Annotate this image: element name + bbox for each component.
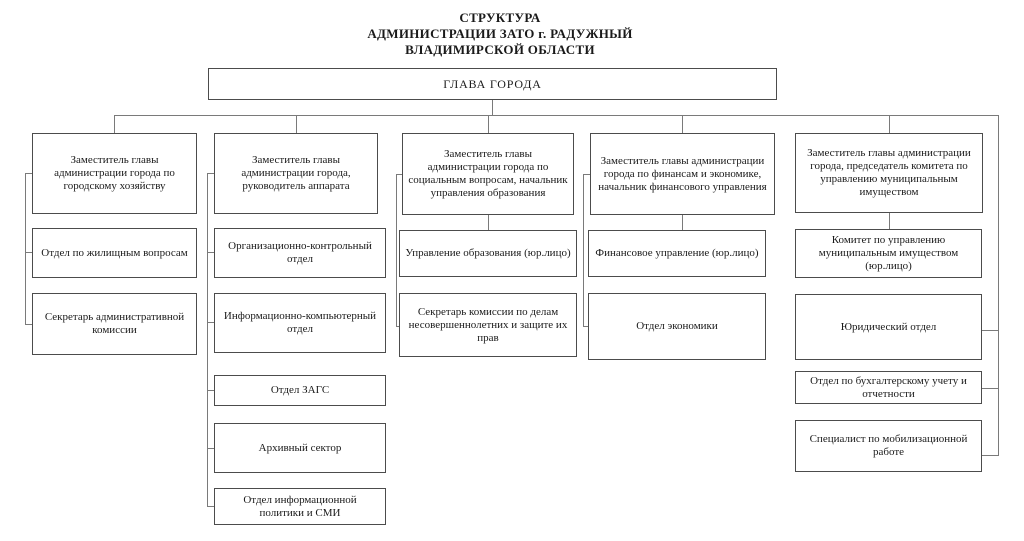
connector-col5-stub xyxy=(982,388,998,389)
connector-col2-stub xyxy=(207,173,214,174)
box-mobilization-specialist: Специалист по мобилизационной работе xyxy=(795,420,982,472)
connector-head-down xyxy=(492,100,493,116)
chart-title-line-1: СТРУКТУРА xyxy=(459,10,541,25)
box-deputy-social-education: Заместитель главы администрации города п… xyxy=(402,133,574,215)
connector-col1-stub xyxy=(25,324,32,325)
box-info-policy-media-department: Отдел информационной политики и СМИ xyxy=(214,488,386,525)
connector-col4-center xyxy=(682,215,683,230)
box-economy-department: Отдел экономики xyxy=(588,293,766,360)
connector-col2-stub xyxy=(207,252,214,253)
chart-title: СТРУКТУРА АДМИНИСТРАЦИИ ЗАТО г. РАДУЖНЫЙ… xyxy=(130,10,870,58)
connector-col3-bracket xyxy=(396,174,397,327)
connector-col3-stub xyxy=(396,174,402,175)
connector-stub-col5 xyxy=(889,115,890,133)
box-it-department: Информационно-компьютерный отдел xyxy=(214,293,386,353)
box-housing-department: Отдел по жилищным вопросам xyxy=(32,228,197,278)
chart-title-line-3: ВЛАДИМИРСКОЙ ОБЛАСТИ xyxy=(405,42,595,57)
box-deputy-city-economy: Заместитель главы администрации города п… xyxy=(32,133,197,214)
connector-col3-center xyxy=(488,215,489,230)
box-head-of-city: ГЛАВА ГОРОДА xyxy=(208,68,777,100)
connector-col2-stub xyxy=(207,448,214,449)
box-legal-department: Юридический отдел xyxy=(795,294,982,360)
box-deputy-finance-economy: Заместитель главы администрации города п… xyxy=(590,133,775,215)
connector-col4-stub xyxy=(583,174,590,175)
connector-stub-col2 xyxy=(296,115,297,133)
connector-col1-bracket xyxy=(25,173,26,325)
connector-col5-center xyxy=(889,213,890,229)
box-municipal-property-committee: Комитет по управлению муниципальным имущ… xyxy=(795,229,982,278)
chart-title-line-2: АДМИНИСТРАЦИИ ЗАТО г. РАДУЖНЫЙ xyxy=(367,26,633,41)
connector-col5-stub xyxy=(982,455,999,456)
connector-col2-stub xyxy=(207,322,214,323)
connector-col2-bracket xyxy=(207,173,208,507)
connector-col5-stub xyxy=(982,330,998,331)
connector-col3-stub xyxy=(396,326,399,327)
connector-stub-col3 xyxy=(488,115,489,133)
connector-col2-stub xyxy=(207,506,214,507)
box-zags-department: Отдел ЗАГС xyxy=(214,375,386,406)
box-deputy-staff-chief: Заместитель главы администрации города, … xyxy=(214,133,378,214)
connector-stub-col1 xyxy=(114,115,115,133)
box-accounting-department: Отдел по бухгалтерскому учету и отчетнос… xyxy=(795,371,982,404)
box-org-control-department: Организационно-контрольный отдел xyxy=(214,228,386,278)
connector-col4-stub xyxy=(583,326,588,327)
connector-col1-stub xyxy=(25,252,32,253)
box-archive-sector: Архивный сектор xyxy=(214,423,386,473)
connector-stub-col4 xyxy=(682,115,683,133)
connector-col5-right-bracket xyxy=(998,115,999,456)
box-admin-commission-secretary: Секретарь административной комиссии xyxy=(32,293,197,355)
box-deputy-municipal-property: Заместитель главы администрации города, … xyxy=(795,133,983,213)
box-education-administration: Управление образования (юр.лицо) xyxy=(399,230,577,277)
connector-col1-stub xyxy=(25,173,32,174)
box-minors-commission-secretary: Секретарь комиссии по делам несовершенно… xyxy=(399,293,577,357)
connector-distribution xyxy=(114,115,999,116)
connector-col2-stub xyxy=(207,390,214,391)
box-finance-administration: Финансовое управление (юр.лицо) xyxy=(588,230,766,277)
connector-col4-bracket xyxy=(583,174,584,327)
